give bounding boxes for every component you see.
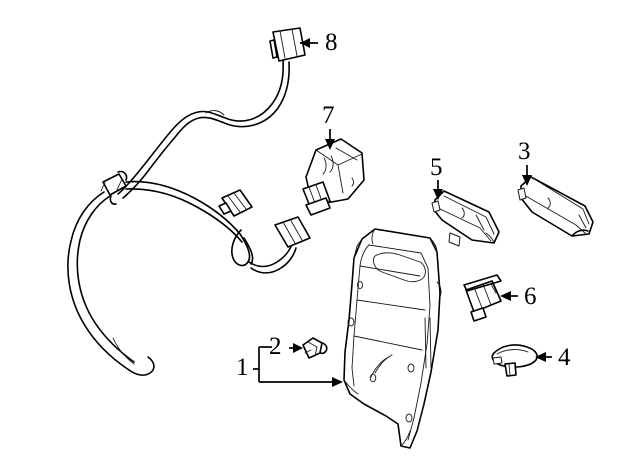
leader-5	[433, 180, 443, 200]
leader-3	[522, 165, 532, 186]
callout-label-5: 5	[430, 154, 443, 181]
part-1-seat-back-panel	[343, 228, 442, 449]
callout-label-6: 6	[524, 283, 537, 310]
leader-6	[500, 291, 518, 301]
callout-label-2: 2	[269, 333, 282, 360]
leader-1	[253, 346, 343, 387]
leader-8	[300, 38, 318, 48]
callout-label-1: 1	[236, 354, 249, 381]
leader-7	[325, 129, 335, 150]
part-7-switch	[302, 138, 365, 216]
leader-4	[535, 352, 552, 362]
callout-label-7: 7	[322, 102, 335, 129]
wiring-harness	[67, 27, 311, 376]
part-3-side-cover	[517, 176, 594, 237]
part-5-handle-trim	[431, 190, 500, 247]
part-2-clip	[302, 337, 328, 359]
part-4-cover-cap	[491, 344, 538, 377]
part-6-socket	[463, 274, 502, 322]
callout-label-3: 3	[518, 138, 531, 165]
callout-label-8: 8	[325, 29, 338, 56]
callout-label-4: 4	[558, 344, 571, 371]
leader-2	[289, 343, 303, 353]
